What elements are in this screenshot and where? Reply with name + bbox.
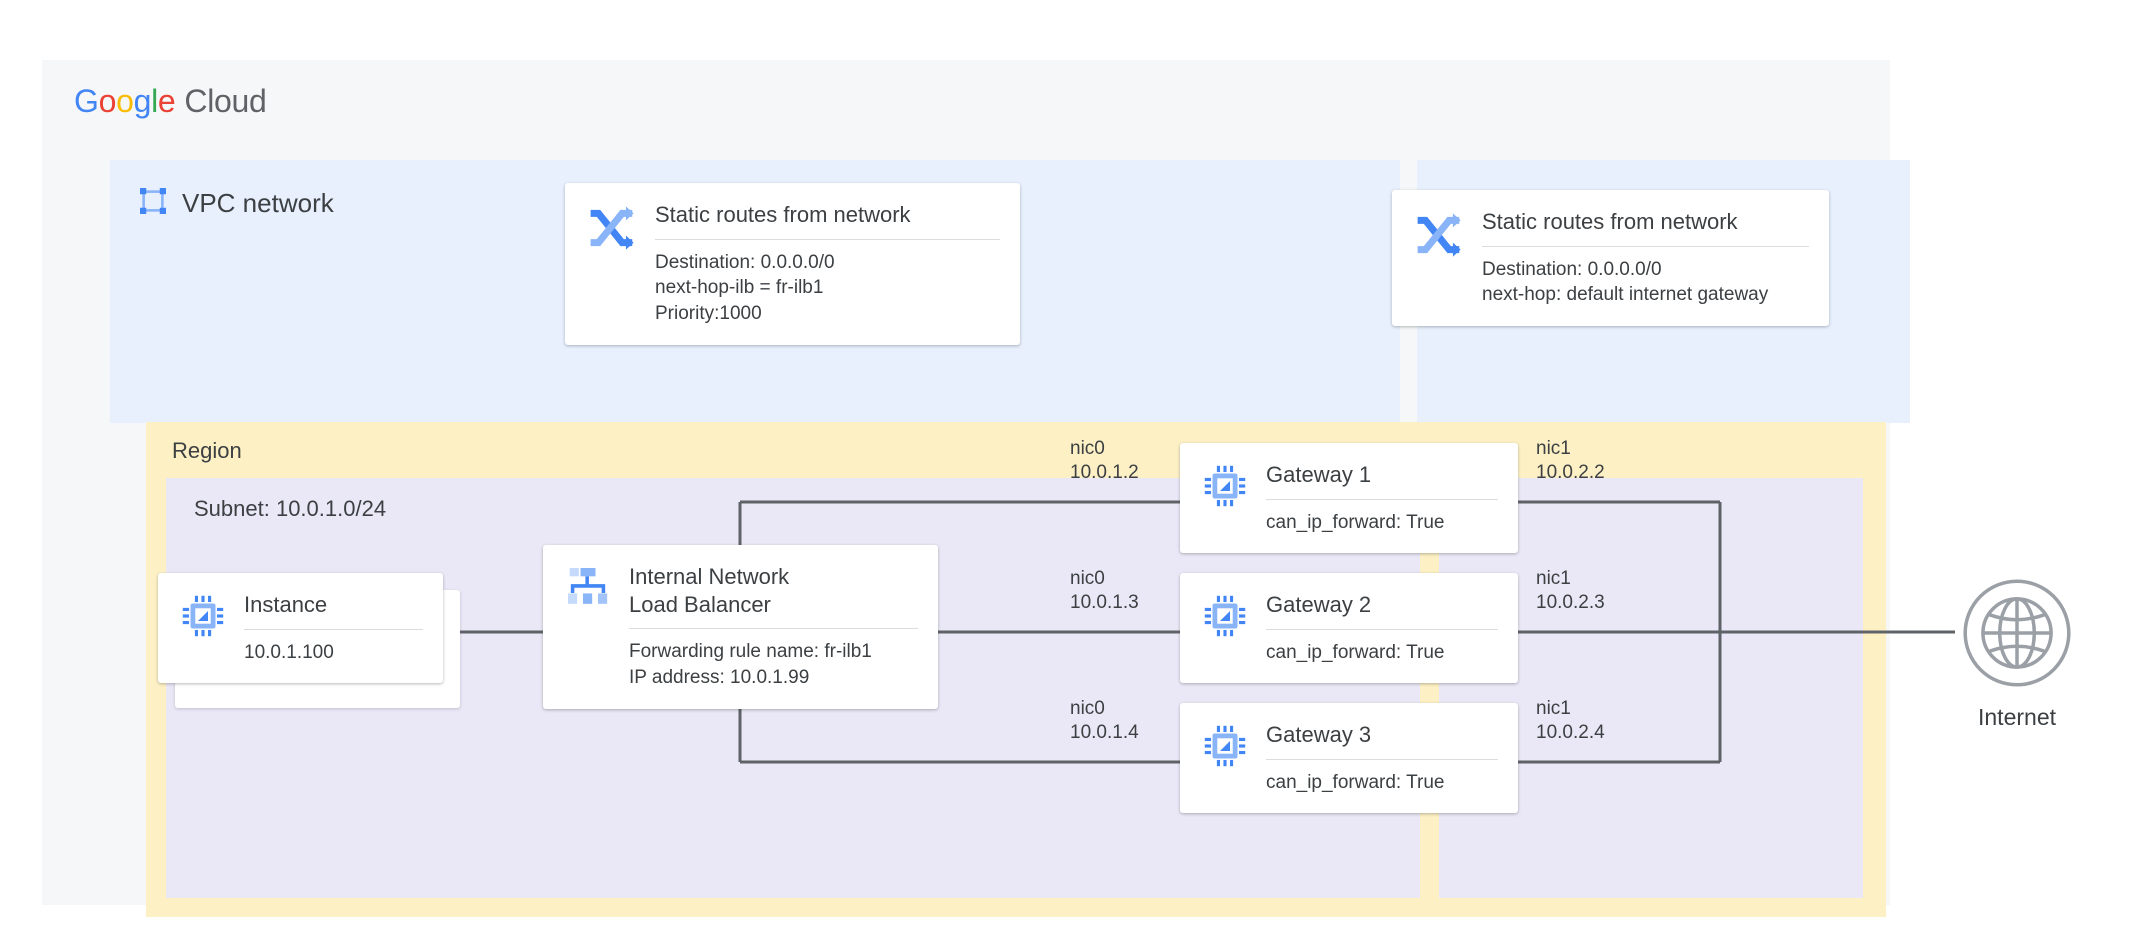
card-divider xyxy=(1266,498,1498,500)
nic-label-gw3-nic1: nic1 10.0.2.4 xyxy=(1536,697,1605,746)
gateway-card-body: Gateway 2 can_ip_forward: True xyxy=(1266,591,1498,665)
logo-letter-e: e xyxy=(157,83,176,119)
gateway-card-body: Gateway 3 can_ip_forward: True xyxy=(1266,721,1498,795)
compute-instance-icon xyxy=(1200,591,1250,646)
route-destination: Destination: 0.0.0.0/0 xyxy=(1482,258,1662,280)
load-balancer-title: Internal Network xyxy=(629,564,790,589)
static-routes-card-body: Static routes from network Destination: … xyxy=(1482,208,1809,308)
nic-name: nic0 xyxy=(1070,698,1105,719)
nic-name: nic0 xyxy=(1070,438,1105,459)
logo-word-cloud: Cloud xyxy=(184,83,267,119)
card-divider xyxy=(655,238,1000,240)
nic-label-gw3-nic0: nic0 10.0.1.4 xyxy=(1070,697,1139,746)
static-routes-card-left[interactable]: Static routes from network Destination: … xyxy=(565,183,1020,345)
static-routes-title: Static routes from network xyxy=(655,202,911,227)
compute-instance-icon xyxy=(178,591,228,646)
card-divider xyxy=(1266,628,1498,630)
gateway-can-ip-forward: can_ip_forward: True xyxy=(1266,641,1445,663)
instance-ip: 10.0.1.100 xyxy=(244,641,334,663)
gateway-can-ip-forward: can_ip_forward: True xyxy=(1266,511,1445,533)
internet-label: Internet xyxy=(1978,704,2056,730)
static-routes-card-body: Static routes from network Destination: … xyxy=(655,201,1000,327)
subnet-label: Subnet: 10.0.1.0/24 xyxy=(194,496,387,521)
nic-label-gw2-nic1: nic1 10.0.2.3 xyxy=(1536,567,1605,616)
vpc-network-icon xyxy=(138,186,168,221)
instance-card[interactable]: Instance 10.0.1.100 xyxy=(158,573,443,684)
instance-card-body: Instance 10.0.1.100 xyxy=(244,591,423,665)
nic-ip: 10.0.1.2 xyxy=(1070,462,1139,484)
forwarding-rule-name: Forwarding rule name: fr-ilb1 xyxy=(629,641,872,662)
gateway-title: Gateway 1 xyxy=(1266,462,1372,487)
vpc-network-header: VPC network xyxy=(138,186,334,221)
route-next-hop: next-hop: default internet gateway xyxy=(1482,284,1769,306)
instance-title: Instance xyxy=(244,592,328,617)
route-next-hop: next-hop-ilb = fr-ilb1 xyxy=(655,277,824,299)
gateway-title: Gateway 2 xyxy=(1266,592,1372,617)
gateway-card[interactable]: Gateway 3 can_ip_forward: True xyxy=(1180,703,1518,814)
globe-icon xyxy=(1961,579,2073,693)
route-destination: Destination: 0.0.0.0/0 xyxy=(655,251,835,273)
logo-letter-o1: o xyxy=(98,83,117,119)
load-balancer-card[interactable]: Internal Network Load Balancer Forwardin… xyxy=(543,545,938,709)
card-divider xyxy=(1482,245,1809,247)
region-label: Region xyxy=(172,438,242,463)
card-divider xyxy=(629,628,918,629)
nic-label-gw1-nic0: nic0 10.0.1.2 xyxy=(1070,437,1139,486)
card-divider xyxy=(1266,758,1498,760)
static-routes-card-right[interactable]: Static routes from network Destination: … xyxy=(1392,190,1829,327)
static-routes-title: Static routes from network xyxy=(1482,209,1738,234)
static-routes-icon xyxy=(585,201,639,260)
card-divider xyxy=(244,628,423,630)
vpc-network-label: VPC network xyxy=(182,188,334,218)
gateway-card[interactable]: Gateway 1 can_ip_forward: True xyxy=(1180,443,1518,554)
compute-instance-icon xyxy=(1200,461,1250,516)
nic-ip: 10.0.2.3 xyxy=(1536,592,1605,614)
nic-name: nic0 xyxy=(1070,568,1105,589)
nic-name: nic1 xyxy=(1536,698,1571,719)
nic-ip: 10.0.1.4 xyxy=(1070,722,1139,744)
compute-instance-icon xyxy=(1200,721,1250,776)
load-balancer-ip: IP address: 10.0.1.99 xyxy=(629,666,810,688)
logo-letter-o2: o xyxy=(116,83,134,119)
gateway-card[interactable]: Gateway 2 can_ip_forward: True xyxy=(1180,573,1518,684)
gateway-title: Gateway 3 xyxy=(1266,722,1372,747)
internet-node: Internet xyxy=(1955,577,2079,731)
nic-ip: 10.0.1.3 xyxy=(1070,592,1139,614)
static-routes-icon xyxy=(1412,208,1466,267)
nic-label-gw1-nic1: nic1 10.0.2.2 xyxy=(1536,437,1605,486)
logo-letter-g: G xyxy=(74,83,99,119)
nic-ip: 10.0.2.2 xyxy=(1536,462,1605,484)
nic-name: nic1 xyxy=(1536,438,1571,459)
nic-label-gw2-nic0: nic0 10.0.1.3 xyxy=(1070,567,1139,616)
gateway-can-ip-forward: can_ip_forward: True xyxy=(1266,771,1445,793)
nic-ip: 10.0.2.4 xyxy=(1536,722,1605,744)
logo-letter-g2: g xyxy=(133,83,152,119)
load-balancer-icon xyxy=(563,563,613,618)
logo-letter-l: l xyxy=(151,83,158,119)
nic-name: nic1 xyxy=(1536,568,1571,589)
route-priority: Priority:1000 xyxy=(655,303,762,325)
load-balancer-subtitle: Load Balancer xyxy=(629,591,771,617)
gateway-card-body: Gateway 1 can_ip_forward: True xyxy=(1266,461,1498,535)
load-balancer-card-body: Internal Network Load Balancer Forwardin… xyxy=(629,563,918,691)
